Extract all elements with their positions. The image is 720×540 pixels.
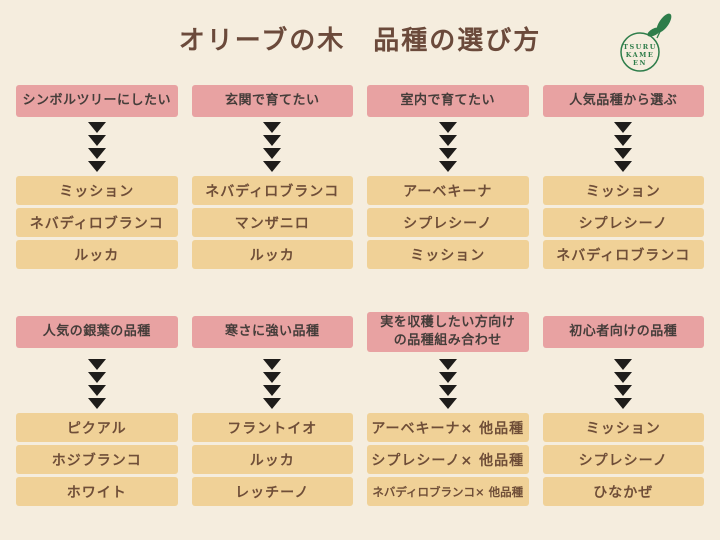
category-header: シンボルツリーにしたい xyxy=(16,85,178,117)
variety-box: レッチーノ xyxy=(191,477,353,506)
variety-box: ネバディロブランコ× 他品種 xyxy=(367,477,529,506)
variety-box: シプレシーノ xyxy=(542,445,704,474)
flow-column: 人気品種から選ぶ ミッション シプレシーノ ネバディロブランコ xyxy=(542,85,704,272)
variety-box: ルッカ xyxy=(191,240,353,269)
arrow-stack xyxy=(87,354,106,413)
down-arrow-icon xyxy=(87,359,106,370)
variety-box: ホワイト xyxy=(16,477,178,506)
down-arrow-icon xyxy=(614,161,633,172)
page-title: オリーブの木 品種の選び方 xyxy=(178,26,542,56)
variety-box: ホジブランコ xyxy=(16,445,178,474)
down-arrow-icon xyxy=(438,385,457,396)
down-arrow-icon xyxy=(438,148,457,159)
variety-box: ミッション xyxy=(16,176,178,205)
header-zone: 人気品種から選ぶ xyxy=(542,85,704,117)
logo-text-line: TSURU xyxy=(623,43,657,51)
leaf-icon xyxy=(647,27,661,37)
variety-box: シプレシーノ xyxy=(367,208,529,237)
down-arrow-icon xyxy=(614,359,633,370)
down-arrow-icon xyxy=(87,398,106,409)
down-arrow-icon xyxy=(438,372,457,383)
down-arrow-icon xyxy=(614,122,633,133)
category-header: 寒さに強い品種 xyxy=(191,316,353,348)
header-zone: 人気の銀葉の品種 xyxy=(16,310,178,354)
down-arrow-icon xyxy=(263,385,282,396)
arrow-stack xyxy=(614,354,633,413)
variety-box: シプレシーノ× 他品種 xyxy=(367,445,529,474)
down-arrow-icon xyxy=(87,122,106,133)
variety-box: フラントイオ xyxy=(191,413,353,442)
flow-column: 室内で育てたい アーベキーナ シプレシーノ ミッション xyxy=(367,85,529,272)
down-arrow-icon xyxy=(614,385,633,396)
flow-column: 実を収穫したい方向け の品種組み合わせ アーベキーナ× 他品種 シプレシーノ× … xyxy=(367,310,529,509)
down-arrow-icon xyxy=(438,161,457,172)
category-header: 初心者向けの品種 xyxy=(542,316,704,348)
header-zone: 実を収穫したい方向け の品種組み合わせ xyxy=(367,310,529,354)
flow-column: シンボルツリーにしたい ミッション ネバディロブランコ ルッカ xyxy=(16,85,178,272)
variety-box: ミッション xyxy=(542,176,704,205)
down-arrow-icon xyxy=(438,359,457,370)
down-arrow-icon xyxy=(263,372,282,383)
variety-box: ルッカ xyxy=(16,240,178,269)
arrow-stack xyxy=(438,354,457,413)
down-arrow-icon xyxy=(263,148,282,159)
down-arrow-icon xyxy=(614,135,633,146)
variety-box: ひなかぜ xyxy=(542,477,704,506)
logo-circle xyxy=(620,32,660,72)
brand-logo: TSURU KAME EN xyxy=(620,13,672,72)
arrow-stack xyxy=(263,117,282,176)
down-arrow-icon xyxy=(614,398,633,409)
down-arrow-icon xyxy=(263,398,282,409)
flow-column: 寒さに強い品種 フラントイオ ルッカ レッチーノ xyxy=(191,310,353,509)
down-arrow-icon xyxy=(263,161,282,172)
down-arrow-icon xyxy=(614,372,633,383)
arrow-stack xyxy=(87,117,106,176)
down-arrow-icon xyxy=(87,135,106,146)
header-zone: シンボルツリーにしたい xyxy=(16,85,178,117)
arrow-stack xyxy=(438,117,457,176)
header-zone: 寒さに強い品種 xyxy=(191,310,353,354)
variety-box: シプレシーノ xyxy=(542,208,704,237)
variety-box: ルッカ xyxy=(191,445,353,474)
down-arrow-icon xyxy=(87,385,106,396)
flow-section-bottom: 人気の銀葉の品種 ピクアル ホジブランコ ホワイト 寒さに強い品種 フラ xyxy=(0,310,720,509)
down-arrow-icon xyxy=(263,122,282,133)
variety-box: マンザニロ xyxy=(191,208,353,237)
variety-box: ネバディロブランコ xyxy=(191,176,353,205)
stem-icon xyxy=(656,18,668,39)
variety-box: ネバディロブランコ xyxy=(542,240,704,269)
header-zone: 室内で育てたい xyxy=(367,85,529,117)
category-header: 玄関で育てたい xyxy=(191,85,353,117)
down-arrow-icon xyxy=(438,398,457,409)
arrow-stack xyxy=(263,354,282,413)
down-arrow-icon xyxy=(614,148,633,159)
variety-box: ピクアル xyxy=(16,413,178,442)
down-arrow-icon xyxy=(87,372,106,383)
flow-section-top: シンボルツリーにしたい ミッション ネバディロブランコ ルッカ 玄関で育てたい xyxy=(0,85,720,272)
variety-box: アーベキーナ xyxy=(367,176,529,205)
down-arrow-icon xyxy=(263,135,282,146)
variety-box: アーベキーナ× 他品種 xyxy=(367,413,529,442)
down-arrow-icon xyxy=(87,161,106,172)
down-arrow-icon xyxy=(438,122,457,133)
down-arrow-icon xyxy=(438,135,457,146)
variety-box: ミッション xyxy=(367,240,529,269)
flow-column: 人気の銀葉の品種 ピクアル ホジブランコ ホワイト xyxy=(16,310,178,509)
logo-text-line: KAME xyxy=(626,51,655,59)
variety-box: ミッション xyxy=(542,413,704,442)
down-arrow-icon xyxy=(87,148,106,159)
down-arrow-icon xyxy=(263,359,282,370)
variety-box: ネバディロブランコ xyxy=(16,208,178,237)
category-header: 人気品種から選ぶ xyxy=(542,85,704,117)
flow-column: 初心者向けの品種 ミッション シプレシーノ ひなかぜ xyxy=(542,310,704,509)
arrow-stack xyxy=(614,117,633,176)
category-header: 室内で育てたい xyxy=(367,85,529,117)
logo-text-line: EN xyxy=(633,59,647,67)
header-zone: 玄関で育てたい xyxy=(191,85,353,117)
category-header: 実を収穫したい方向け の品種組み合わせ xyxy=(367,312,529,352)
category-header: 人気の銀葉の品種 xyxy=(16,316,178,348)
header-zone: 初心者向けの品種 xyxy=(542,310,704,354)
flow-column: 玄関で育てたい ネバディロブランコ マンザニロ ルッカ xyxy=(191,85,353,272)
